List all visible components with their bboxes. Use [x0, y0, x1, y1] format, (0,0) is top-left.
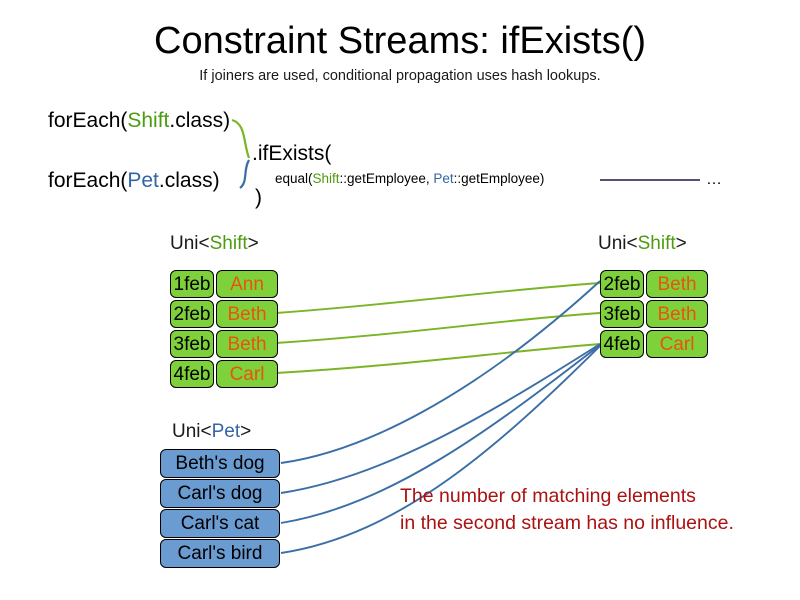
list-item[interactable]: Carl's cat: [160, 509, 280, 538]
left-shift-label-suffix: >: [247, 233, 259, 254]
brace-lower-blue: [239, 159, 250, 189]
left-shift-stream-label: Uni<Shift>: [170, 232, 259, 256]
table-row[interactable]: 3feb Beth: [170, 330, 278, 358]
right-shift-stream-label: Uni<Shift>: [598, 232, 687, 256]
table-row[interactable]: 1feb Ann: [170, 270, 278, 298]
table-row[interactable]: 2feb Beth: [170, 300, 278, 328]
pet-stream-label: Uni<Pet>: [172, 420, 251, 444]
shift-date-cell: 2feb: [170, 300, 214, 328]
green-wire-2feb: [275, 282, 601, 314]
code-equal-right-method: ::getEmployee): [453, 171, 545, 186]
shift-employee-cell: Beth: [646, 300, 708, 328]
pet-label-prefix: Uni<: [172, 421, 212, 442]
right-shift-label-prefix: Uni<: [598, 233, 638, 254]
blue-wire-carls-dog-to-4feb: [280, 343, 601, 494]
shift-employee-cell: Beth: [216, 300, 278, 328]
code-equal-left-type: Shift: [312, 171, 340, 186]
table-row[interactable]: 4feb Carl: [170, 360, 278, 388]
list-item[interactable]: Carl's bird: [160, 539, 280, 568]
right-shift-label-type: Shift: [637, 233, 676, 254]
list-item[interactable]: Carl's dog: [160, 479, 280, 508]
shift-employee-cell: Beth: [216, 330, 278, 358]
code-ifexists-call: .ifExists(: [252, 142, 332, 165]
code-foreach-pet-type: Pet: [127, 169, 159, 192]
right-shift-label-suffix: >: [675, 233, 687, 254]
shift-date-cell: 4feb: [170, 360, 214, 388]
blue-wire-beths-dog-to-2feb: [280, 280, 601, 464]
annotation-line-1: The number of matching elements: [400, 485, 696, 507]
code-equal-left-method: ::getEmployee,: [339, 171, 434, 186]
table-row[interactable]: 2feb Beth: [600, 270, 708, 298]
code-equal-right-type: Pet: [433, 171, 454, 186]
shift-employee-cell: Carl: [216, 360, 278, 388]
table-row[interactable]: 3feb Beth: [600, 300, 708, 328]
code-foreach-pet-prefix: forEach(: [48, 169, 128, 192]
left-shift-label-type: Shift: [209, 233, 248, 254]
shift-date-cell: 1feb: [170, 270, 214, 298]
green-wire-group: [275, 282, 601, 374]
stream-join-brace: [231, 118, 251, 189]
table-row[interactable]: 4feb Carl: [600, 330, 708, 358]
annotation-line-2: in the second stream has no influence.: [400, 512, 734, 534]
green-wire-4feb: [275, 343, 601, 374]
code-close-paren: ): [255, 186, 262, 209]
code-equal-prefix: equal(: [275, 171, 313, 186]
left-shift-label-prefix: Uni<: [170, 233, 210, 254]
code-foreach-pet-suffix: .class): [158, 169, 220, 192]
shift-employee-cell: Beth: [646, 270, 708, 298]
code-foreach-shift-prefix: forEach(: [48, 109, 128, 132]
code-foreach-shift-type: Shift: [127, 109, 170, 132]
code-trailing-ellipsis: …: [706, 171, 722, 188]
code-foreach-shift-suffix: .class): [169, 109, 231, 132]
shift-employee-cell: Carl: [646, 330, 708, 358]
code-equal-joiner: equal(Shift::getEmployee, Pet::getEmploy…: [275, 170, 544, 188]
brace-upper-green: [231, 118, 251, 159]
list-item[interactable]: Beth's dog: [160, 449, 280, 478]
annotation-note: The number of matching elements in the s…: [400, 483, 734, 537]
page-subtitle: If joiners are used, conditional propaga…: [199, 68, 601, 84]
shift-date-cell: 3feb: [600, 300, 644, 328]
code-foreach-pet: forEach(Pet.class): [48, 168, 220, 194]
shift-date-cell: 4feb: [600, 330, 644, 358]
pet-label-suffix: >: [240, 421, 252, 442]
shift-employee-cell: Ann: [216, 270, 278, 298]
pet-label-type: Pet: [211, 421, 241, 442]
green-wire-3feb: [275, 312, 601, 344]
shift-date-cell: 2feb: [600, 270, 644, 298]
page-title: Constraint Streams: ifExists(): [154, 20, 646, 62]
code-foreach-shift: forEach(Shift.class): [48, 108, 230, 134]
shift-date-cell: 3feb: [170, 330, 214, 358]
